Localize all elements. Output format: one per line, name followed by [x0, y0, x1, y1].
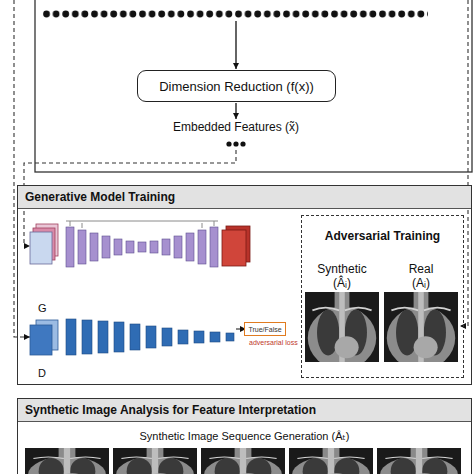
discriminator-network: [30, 319, 246, 355]
illustration-part: [289, 448, 373, 474]
network-label: D: [38, 367, 46, 380]
illustration-part: [233, 141, 238, 146]
illustration-part: [25, 448, 109, 474]
node-title: Synthetic Image Analysis for Feature Int…: [18, 399, 471, 422]
illustration-part: [162, 328, 172, 346]
illustration-part: [102, 236, 110, 258]
image-box: Synthetic (Âᵢ): [305, 262, 379, 362]
illustration-part: [240, 141, 245, 146]
feature-label: Embedded Features (x̃): [173, 121, 299, 135]
illustration-part: [210, 332, 220, 342]
node-subtitle: Synthetic Image Sequence Generation (Âₜ): [18, 430, 471, 443]
illustration-part: [194, 331, 204, 343]
image-box: Real (Aᵢ): [384, 262, 458, 362]
illustration-part: [226, 141, 231, 146]
feature-dots: [42, 9, 428, 19]
illustration-part: [66, 227, 74, 267]
panel-frame: [35, 0, 472, 172]
illustration-part: [377, 448, 461, 474]
network-label: G: [38, 302, 47, 315]
illustration-part: [198, 230, 206, 264]
illustration-part: [30, 325, 52, 355]
flow-arrow: [235, 103, 236, 119]
synthetic-xray: [305, 292, 379, 369]
output-box: True/False: [244, 322, 286, 336]
illustration-part: [210, 227, 218, 267]
illustration-part: [150, 241, 158, 253]
dashed-group: Synthetic (Âᵢ) Real (Aᵢ) Adversarial Train…: [301, 215, 464, 378]
illustration-part: [130, 324, 140, 350]
illustration-part: [162, 239, 170, 255]
illustration-part: [178, 330, 188, 344]
section-panel: Synthetic (Âᵢ) Real (Aᵢ) Adversarial Train…: [17, 185, 472, 385]
illustration-part: [460, 0, 468, 326]
illustration-part: [114, 239, 122, 255]
dashed-feed-line: [14, 0, 468, 337]
flow-arrow: [235, 21, 236, 69]
illustration-part: [186, 233, 194, 261]
illustration-part: [78, 230, 86, 264]
illustration-part: [201, 448, 285, 474]
illustration-part: [30, 232, 52, 264]
xray-sequence: [25, 448, 461, 474]
illustration-part: [98, 321, 108, 353]
real-xray: [384, 292, 458, 369]
node-title: Generative Model Training: [18, 186, 471, 209]
illustration-part: [126, 241, 134, 253]
illustration-part: [174, 236, 182, 258]
node-title: True/False: [248, 326, 281, 333]
illustration-part: [90, 233, 98, 261]
illustration-part: [66, 221, 218, 228]
node-title: Synthetic (Âᵢ): [317, 262, 366, 290]
loss-label: adversarial loss: [249, 339, 298, 347]
illustration-part: [222, 230, 246, 266]
process-box: Dimension Reduction (f(x)): [137, 70, 336, 102]
illustration-part: [66, 319, 76, 355]
embedded-dots: [226, 141, 245, 146]
illustration-part: [138, 242, 146, 252]
section-panel: Synthetic Image Analysis for Feature Int…: [17, 398, 472, 474]
illustration-part: [114, 322, 124, 352]
illustration-part: [113, 448, 197, 474]
illustration-part: [82, 320, 92, 354]
illustration-part: [226, 333, 234, 341]
illustration-part: [146, 326, 156, 348]
node-title: Real (Aᵢ): [409, 262, 434, 290]
generator-network: [30, 221, 250, 267]
node-title: Dimension Reduction (f(x)): [159, 79, 314, 94]
node-title: Adversarial Training: [302, 229, 463, 243]
